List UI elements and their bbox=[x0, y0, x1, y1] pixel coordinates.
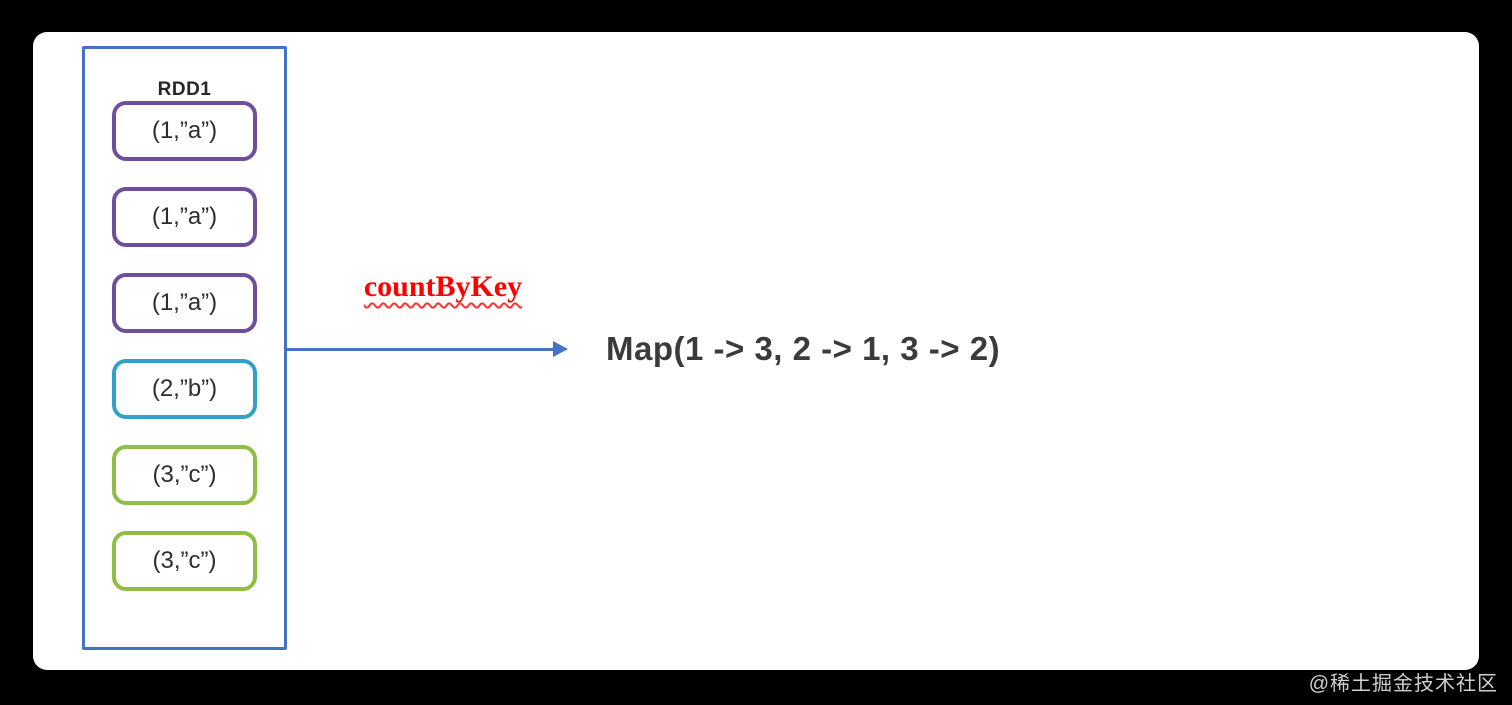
result-text: Map(1 -> 3, 2 -> 1, 3 -> 2) bbox=[606, 330, 1001, 367]
rdd-item-label: (1,”a”) bbox=[151, 203, 218, 230]
arrow-line bbox=[287, 348, 554, 351]
right-arrow bbox=[287, 339, 568, 359]
rdd-item: (3,”c”) bbox=[112, 445, 257, 505]
rdd-item-label: (1,”a”) bbox=[151, 117, 218, 144]
rdd-item: (2,”b”) bbox=[112, 359, 257, 419]
rdd-item: (1,”a”) bbox=[112, 273, 257, 333]
rdd-item: (3,”c”) bbox=[112, 531, 257, 591]
rdd-item-label: (1,”a”) bbox=[151, 289, 218, 316]
watermark: @稀土掘金技术社区 bbox=[1308, 673, 1498, 695]
rdd-item: (1,”a”) bbox=[112, 101, 257, 161]
rdd1-container: RDD1 (1,”a”) (1,”a”) (1,”a”) (2,”b”) (3,… bbox=[82, 46, 287, 650]
diagram-canvas: RDD1 (1,”a”) (1,”a”) (1,”a”) (2,”b”) (3,… bbox=[33, 32, 1479, 670]
rdd-item-label: (2,”b”) bbox=[151, 375, 218, 402]
rdd1-title: RDD1 bbox=[157, 79, 212, 100]
rdd-item-label: (3,”c”) bbox=[152, 547, 217, 574]
operation-label: countByKey bbox=[363, 270, 523, 303]
arrow-head-icon bbox=[553, 341, 568, 357]
rdd-item-label: (3,”c”) bbox=[152, 461, 217, 488]
rdd-item: (1,”a”) bbox=[112, 187, 257, 247]
